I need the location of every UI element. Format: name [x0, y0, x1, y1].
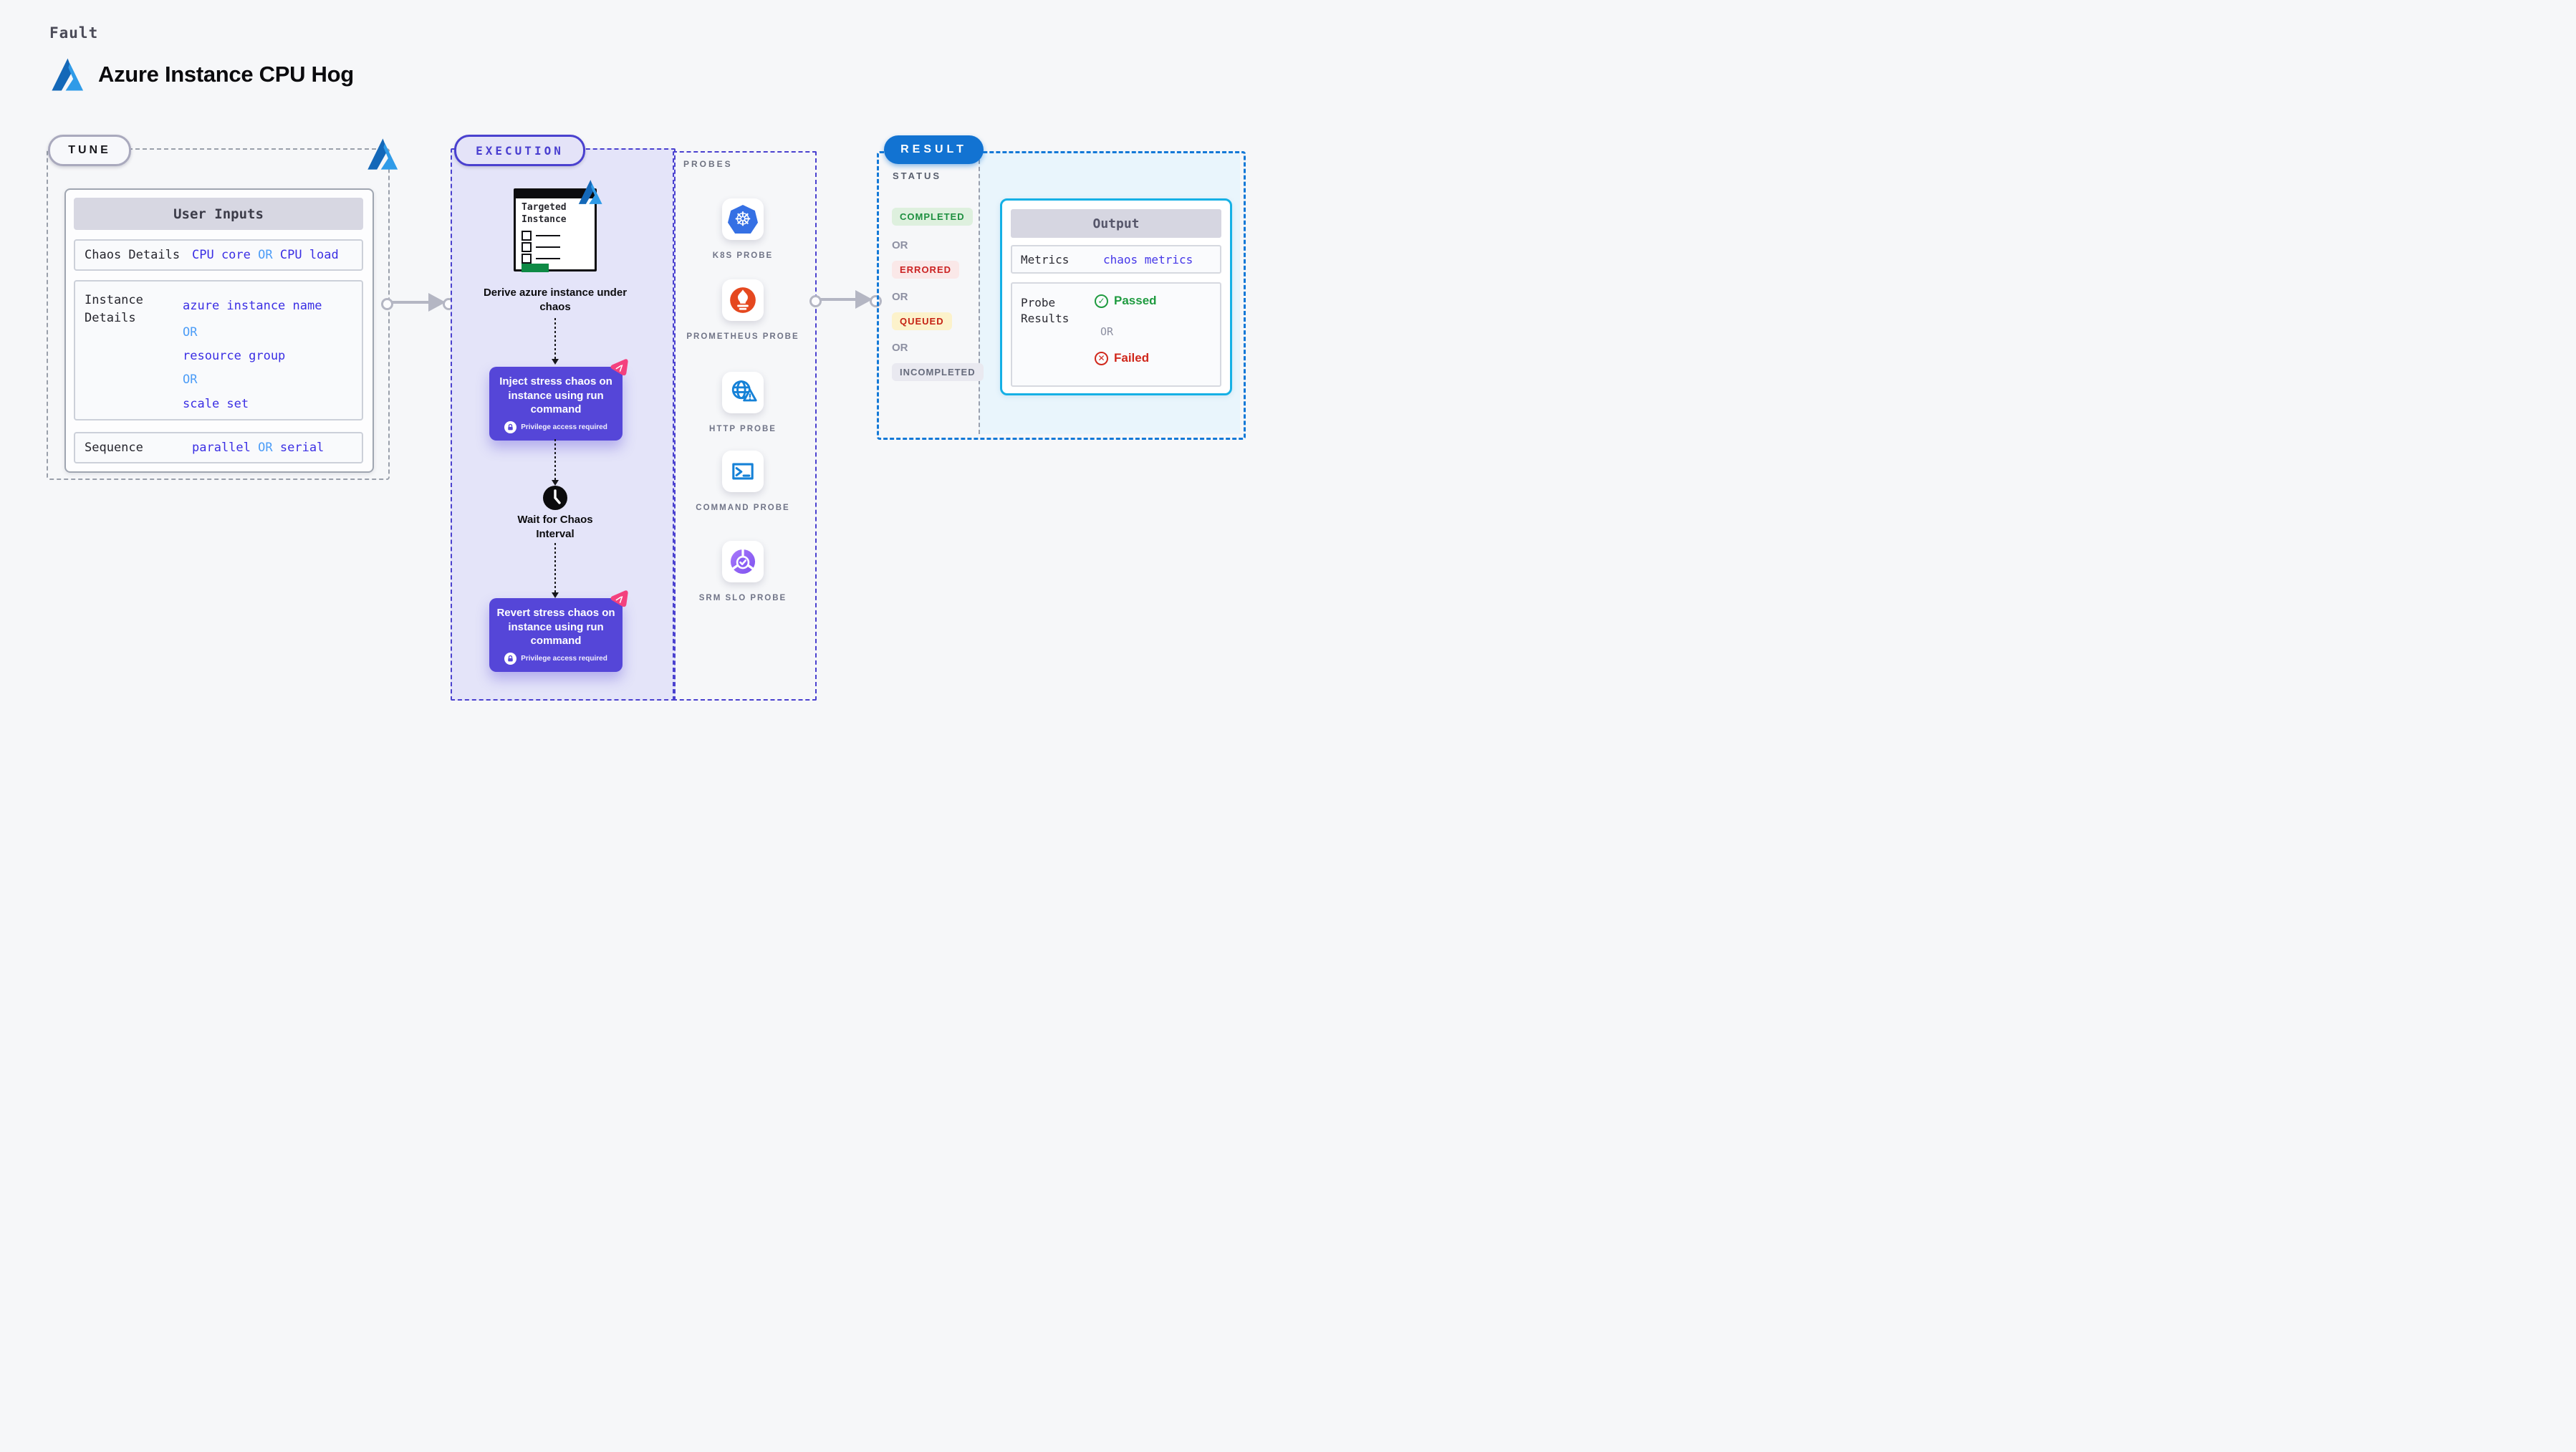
- checklist-item: [522, 242, 560, 252]
- probes-title: PROBES: [683, 159, 733, 169]
- metrics-label: Metrics: [1021, 252, 1070, 266]
- failed-result: ✕ Failed: [1095, 351, 1149, 365]
- metrics-row: Metrics chaos metrics: [1011, 245, 1221, 274]
- arrow-down-icon: [552, 359, 559, 365]
- prometheus-probe-tile: [722, 279, 764, 321]
- srm-slo-probe-tile: [722, 541, 764, 582]
- probe-label: COMMAND PROBE: [696, 504, 790, 512]
- sequence-row: Sequence parallel OR serial: [74, 432, 363, 463]
- check-circle-icon: ✓: [1095, 294, 1108, 308]
- flow-connector: [554, 439, 556, 481]
- lock-icon: [504, 420, 517, 433]
- tune-section: [47, 148, 390, 480]
- lock-icon: [504, 652, 517, 665]
- or-separator: OR: [1100, 325, 1114, 338]
- instance-details-row: Instance Details azure instance name OR …: [74, 280, 363, 420]
- status-badge-incompleted: INCOMPLETED: [892, 363, 984, 381]
- fault-diagram: Fault Azure Instance CPU Hog TUNE User I…: [0, 0, 1288, 726]
- user-inputs-card: User Inputs Chaos Details CPU core OR CP…: [64, 188, 374, 473]
- execution-badge: EXECUTION: [454, 135, 585, 166]
- progress-bar: [522, 264, 549, 272]
- sequence-value: parallel OR serial: [192, 441, 325, 455]
- chaos-details-row: Chaos Details CPU core OR CPU load: [74, 239, 363, 271]
- result-badge: RESULT: [884, 135, 984, 164]
- inject-chaos-step: Inject stress chaos on instance using ru…: [489, 367, 623, 441]
- metrics-value: chaos metrics: [1103, 252, 1193, 266]
- targeted-instance-title: Targeted Instance: [522, 202, 567, 225]
- inject-step-label: Inject stress chaos on instance using ru…: [499, 375, 612, 415]
- result-section: [877, 151, 1246, 440]
- instance-details-values: azure instance name OR resource group OR…: [183, 299, 322, 411]
- terminal-icon: [732, 463, 754, 480]
- wait-step-label: Wait for Chaos Interval: [517, 514, 593, 541]
- probe-label: K8S PROBE: [712, 251, 774, 260]
- privilege-note: Privilege access required: [495, 420, 617, 433]
- probes-section: [673, 151, 817, 701]
- chaos-details-label: Chaos Details: [85, 248, 181, 262]
- azure-logo-icon: [578, 180, 602, 204]
- arrow-down-icon: [552, 480, 559, 486]
- k8s-probe-tile: ☸: [722, 198, 764, 240]
- probe-label: SRM SLO PROBE: [698, 594, 787, 602]
- chaos-details-value: CPU core OR CPU load: [192, 248, 339, 262]
- arrow-down-icon: [552, 592, 559, 598]
- page-title: Azure Instance CPU Hog: [98, 62, 354, 87]
- command-probe-tile: [722, 451, 764, 492]
- azure-logo-icon: [52, 58, 84, 91]
- flow-connector: [554, 318, 556, 360]
- status-badge-queued: QUEUED: [892, 312, 952, 330]
- revert-step-label: Revert stress chaos on instance using ru…: [496, 607, 615, 647]
- passed-result: ✓ Passed: [1095, 294, 1157, 308]
- checklist-item: [522, 254, 560, 264]
- or-separator: OR: [892, 342, 908, 354]
- checklist-item: [522, 231, 560, 241]
- http-globe-warning-icon: [731, 380, 757, 402]
- probe-results-label: Probe Results: [1021, 296, 1070, 326]
- flow-connector: [554, 543, 556, 593]
- tune-badge: TUNE: [48, 135, 131, 166]
- x-circle-icon: ✕: [1095, 351, 1108, 365]
- window-titlebar: [516, 191, 595, 198]
- user-inputs-title: User Inputs: [74, 198, 363, 230]
- sequence-label: Sequence: [85, 441, 143, 455]
- privilege-note: Privilege access required: [495, 652, 617, 665]
- output-card: Output Metrics chaos metrics Probe Resul…: [1000, 198, 1232, 395]
- probe-results-row: Probe Results ✓ Passed OR ✕ Failed: [1011, 282, 1221, 387]
- probe-label: HTTP PROBE: [709, 425, 777, 433]
- slo-pie-check-icon: [730, 549, 756, 574]
- probe-label: PROMETHEUS PROBE: [686, 332, 799, 341]
- instance-details-label: Instance Details: [85, 293, 143, 325]
- output-title: Output: [1011, 209, 1221, 238]
- or-separator: OR: [892, 239, 908, 251]
- prometheus-icon: [730, 287, 756, 313]
- kubernetes-icon: ☸: [728, 205, 758, 234]
- chaos-experiment-icon: [610, 359, 628, 376]
- or-separator: OR: [892, 291, 908, 303]
- status-badge-completed: COMPLETED: [892, 208, 973, 226]
- status-badge-errored: ERRORED: [892, 261, 960, 279]
- result-divider: [979, 153, 980, 434]
- status-title: STATUS: [893, 170, 942, 181]
- http-probe-tile: [722, 372, 764, 413]
- azure-logo-icon: [367, 138, 398, 170]
- derive-step-label: Derive azure instance under chaos: [483, 287, 628, 314]
- clock-icon: [543, 486, 567, 510]
- revert-chaos-step: Revert stress chaos on instance using ru…: [489, 598, 623, 672]
- fault-eyebrow: Fault: [49, 24, 99, 42]
- chaos-experiment-icon: [610, 590, 628, 607]
